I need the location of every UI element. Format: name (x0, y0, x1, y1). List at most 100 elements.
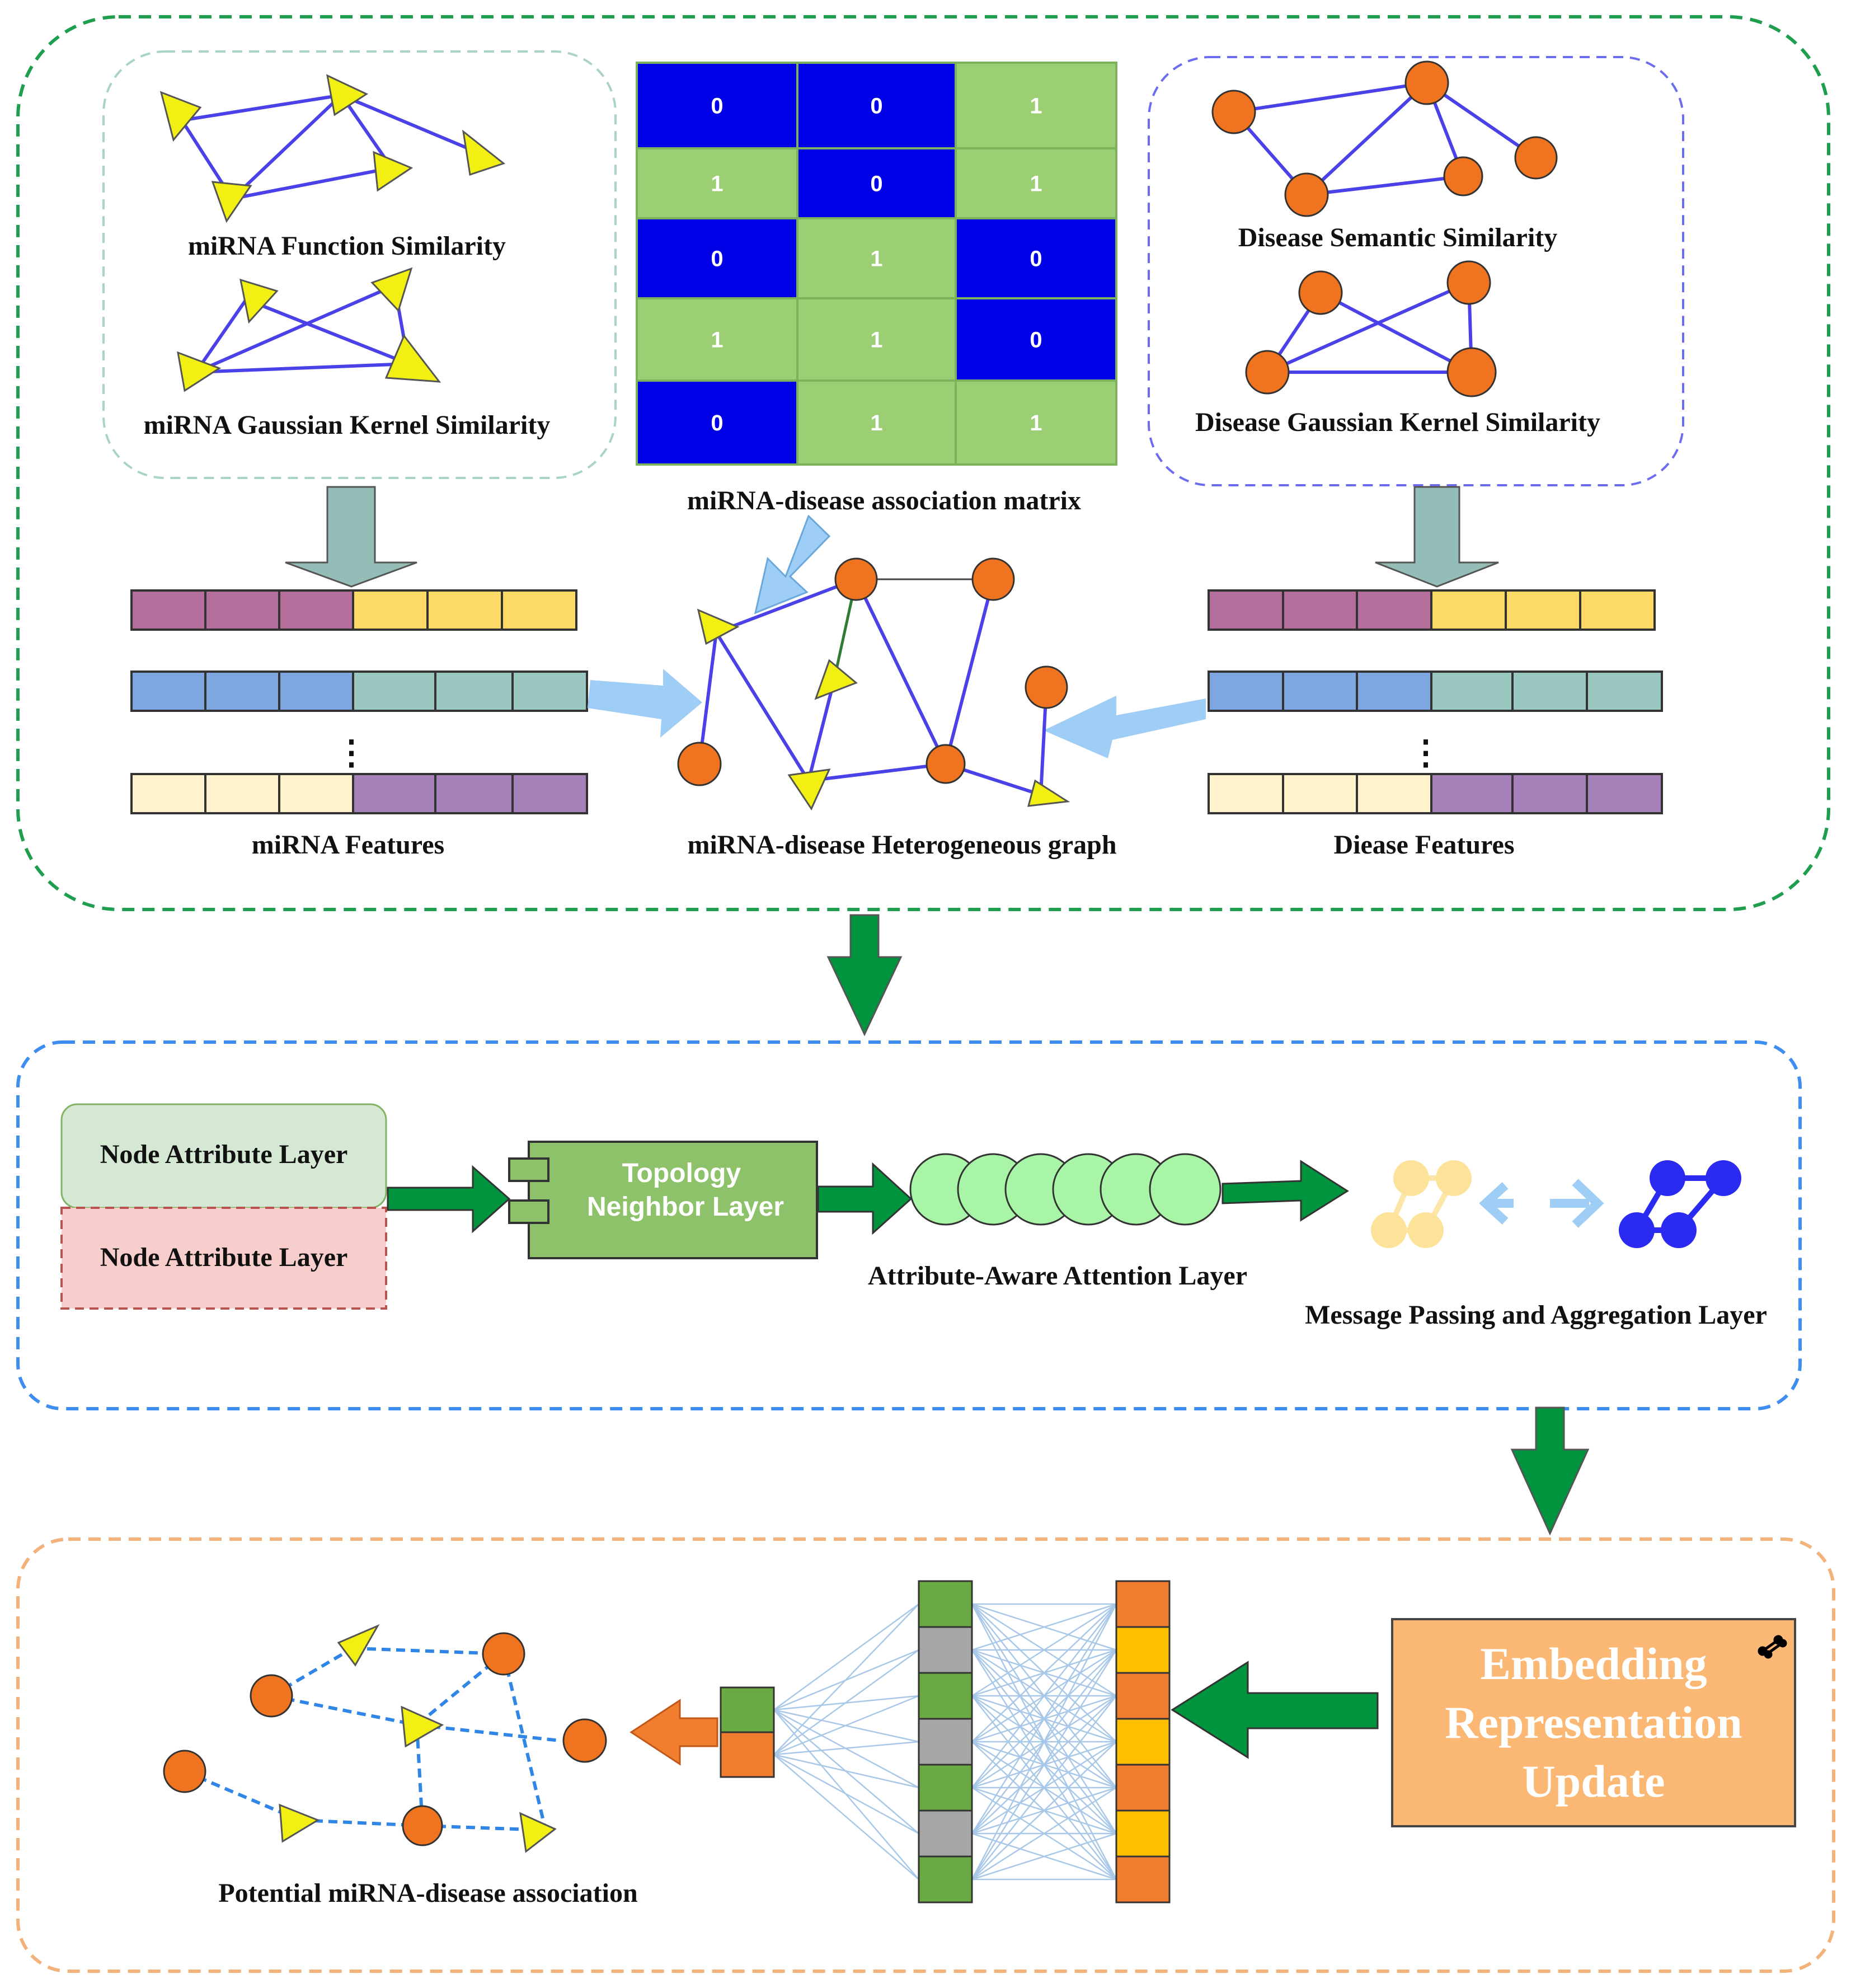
connection-line (971, 1603, 1117, 1880)
matrix-cell-value: 1 (711, 328, 723, 353)
disease-feature-ellipsis: ⋮ (1409, 734, 1443, 771)
disease-node-icon (1211, 90, 1256, 134)
matrix-cell-value: 0 (1030, 247, 1042, 271)
connection-line (773, 1753, 919, 1789)
connection-line (971, 1603, 1117, 1697)
dense-layer-connections (773, 1603, 1117, 1881)
down-arrow-icon (1510, 1406, 1590, 1536)
pair-embedding-stack (720, 1686, 775, 1778)
mirna-node-icon (787, 768, 831, 811)
connection-line (773, 1695, 919, 1756)
matrix-cell (955, 217, 1117, 299)
disease-node-icon (1284, 172, 1329, 217)
attention-layer (909, 1153, 1222, 1226)
matrix-cell-value: 0 (711, 247, 723, 271)
prediction-panel (16, 1537, 1835, 1973)
disease-semantic-similarity-label: Disease Semantic Similarity (1238, 223, 1558, 252)
disease-node-icon (1025, 665, 1068, 709)
disease-node-icon (1514, 136, 1558, 180)
matrix-cell (955, 297, 1117, 382)
right-arrow-icon (817, 1162, 913, 1235)
mirna-function-similarity-network (159, 74, 506, 223)
matrix-cell-value: 1 (870, 247, 882, 271)
matrix-cell (955, 379, 1117, 466)
connection-line (971, 1832, 1117, 1881)
potential-association-label: Potential miRNA-disease association (218, 1878, 637, 1908)
mirna-features-label: miRNA Features (252, 830, 444, 860)
mirna-node-icon (519, 1812, 557, 1853)
connection-line (971, 1603, 1117, 1788)
node-attribute-layer-bottom-label: Node Attribute Layer (100, 1242, 348, 1272)
matrix-cell-value: 0 (1030, 328, 1042, 353)
matrix-cell-value: 0 (711, 411, 723, 435)
disease-features-label: Diease Features (1333, 830, 1514, 860)
disease-node-icon (402, 1805, 443, 1846)
connection-line (773, 1753, 919, 1835)
message-passing-graphic (1371, 1160, 1741, 1248)
connection-line (971, 1741, 1117, 1880)
embedding-label-line3: Update (1522, 1756, 1665, 1807)
matrix-cell-value: 1 (711, 172, 723, 196)
matrix-cell-value: 1 (1030, 94, 1042, 119)
mirna-feature-row (130, 589, 577, 631)
mirna-node-icon (177, 351, 222, 392)
left-arrow-icon (1171, 1661, 1379, 1759)
output-layer-stack (1115, 1580, 1171, 1903)
mirna-similarity-group (102, 50, 617, 479)
heterogeneous-graph (677, 557, 1070, 811)
mirna-gaussian-similarity-network (177, 267, 441, 392)
disease-node-icon (1404, 60, 1449, 105)
mirna-feature-ellipsis: ⋮ (335, 734, 368, 771)
node-attribute-layer-bottom (60, 1207, 387, 1310)
embedding-label-line1: Embedding (1480, 1638, 1707, 1689)
disease-features-to-graph-arrow-icon (1044, 696, 1206, 758)
potential-association-graph (163, 1624, 560, 1853)
matrix-to-graph-arrow-icon (754, 514, 831, 615)
embedding-label-line2: Representation (1445, 1697, 1742, 1748)
connection-line (773, 1741, 919, 1756)
disease-node-icon (834, 557, 878, 601)
graph-icon (1758, 1635, 1787, 1659)
topology-label-line2: Neighbor Layer (587, 1192, 784, 1222)
graph-learning-panel (16, 1040, 1802, 1410)
matrix-cell-value: 0 (870, 94, 882, 119)
disease-node-icon (482, 1632, 525, 1676)
connection-line (971, 1603, 1117, 1834)
mirna-gaussian-similarity-label: miRNA Gaussian Kernel Similarity (144, 410, 551, 440)
right-arrow-icon (1222, 1160, 1349, 1222)
disease-feature-row (1208, 773, 1663, 814)
embedding-update-box: Embedding Representation Update (1391, 1618, 1796, 1827)
disease-node-icon (1446, 347, 1497, 397)
mirna-down-arrow-icon (285, 486, 417, 588)
connection-line (971, 1603, 1117, 1742)
disease-node-icon (1298, 270, 1343, 315)
down-arrow-icon (826, 914, 903, 1037)
disease-node-icon (1446, 260, 1491, 305)
mirna-node-icon (373, 151, 414, 192)
matrix-cell-value: 0 (870, 172, 882, 196)
disease-node-icon (163, 1750, 206, 1793)
disease-down-arrow-icon (1375, 486, 1499, 588)
mirna-node-icon (1027, 779, 1070, 807)
topology-neighbor-layer: Topology Neighbor Layer (508, 1141, 818, 1259)
mirna-node-icon (239, 278, 279, 324)
connection-line (773, 1754, 919, 1880)
disease-node-icon (250, 1674, 293, 1718)
right-arrow-icon (387, 1165, 511, 1234)
mirna-node-icon (159, 91, 202, 142)
mirna-node-icon (401, 1705, 444, 1748)
matrix-cell (636, 379, 798, 466)
connection-line (971, 1787, 1117, 1881)
message-passing-label: Message Passing and Aggregation Layer (1305, 1300, 1767, 1330)
mirna-function-similarity-label: miRNA Function Similarity (188, 231, 506, 261)
disease-similarity-group (1148, 56, 1684, 486)
topology-label-line1: Topology (622, 1159, 741, 1188)
disease-node-icon (926, 744, 966, 784)
mirna-feature-row (130, 671, 588, 712)
mirna-node-icon (370, 267, 413, 312)
matrix-cell (796, 297, 957, 382)
matrix-cell (955, 62, 1117, 149)
disease-node-icon (971, 557, 1015, 601)
